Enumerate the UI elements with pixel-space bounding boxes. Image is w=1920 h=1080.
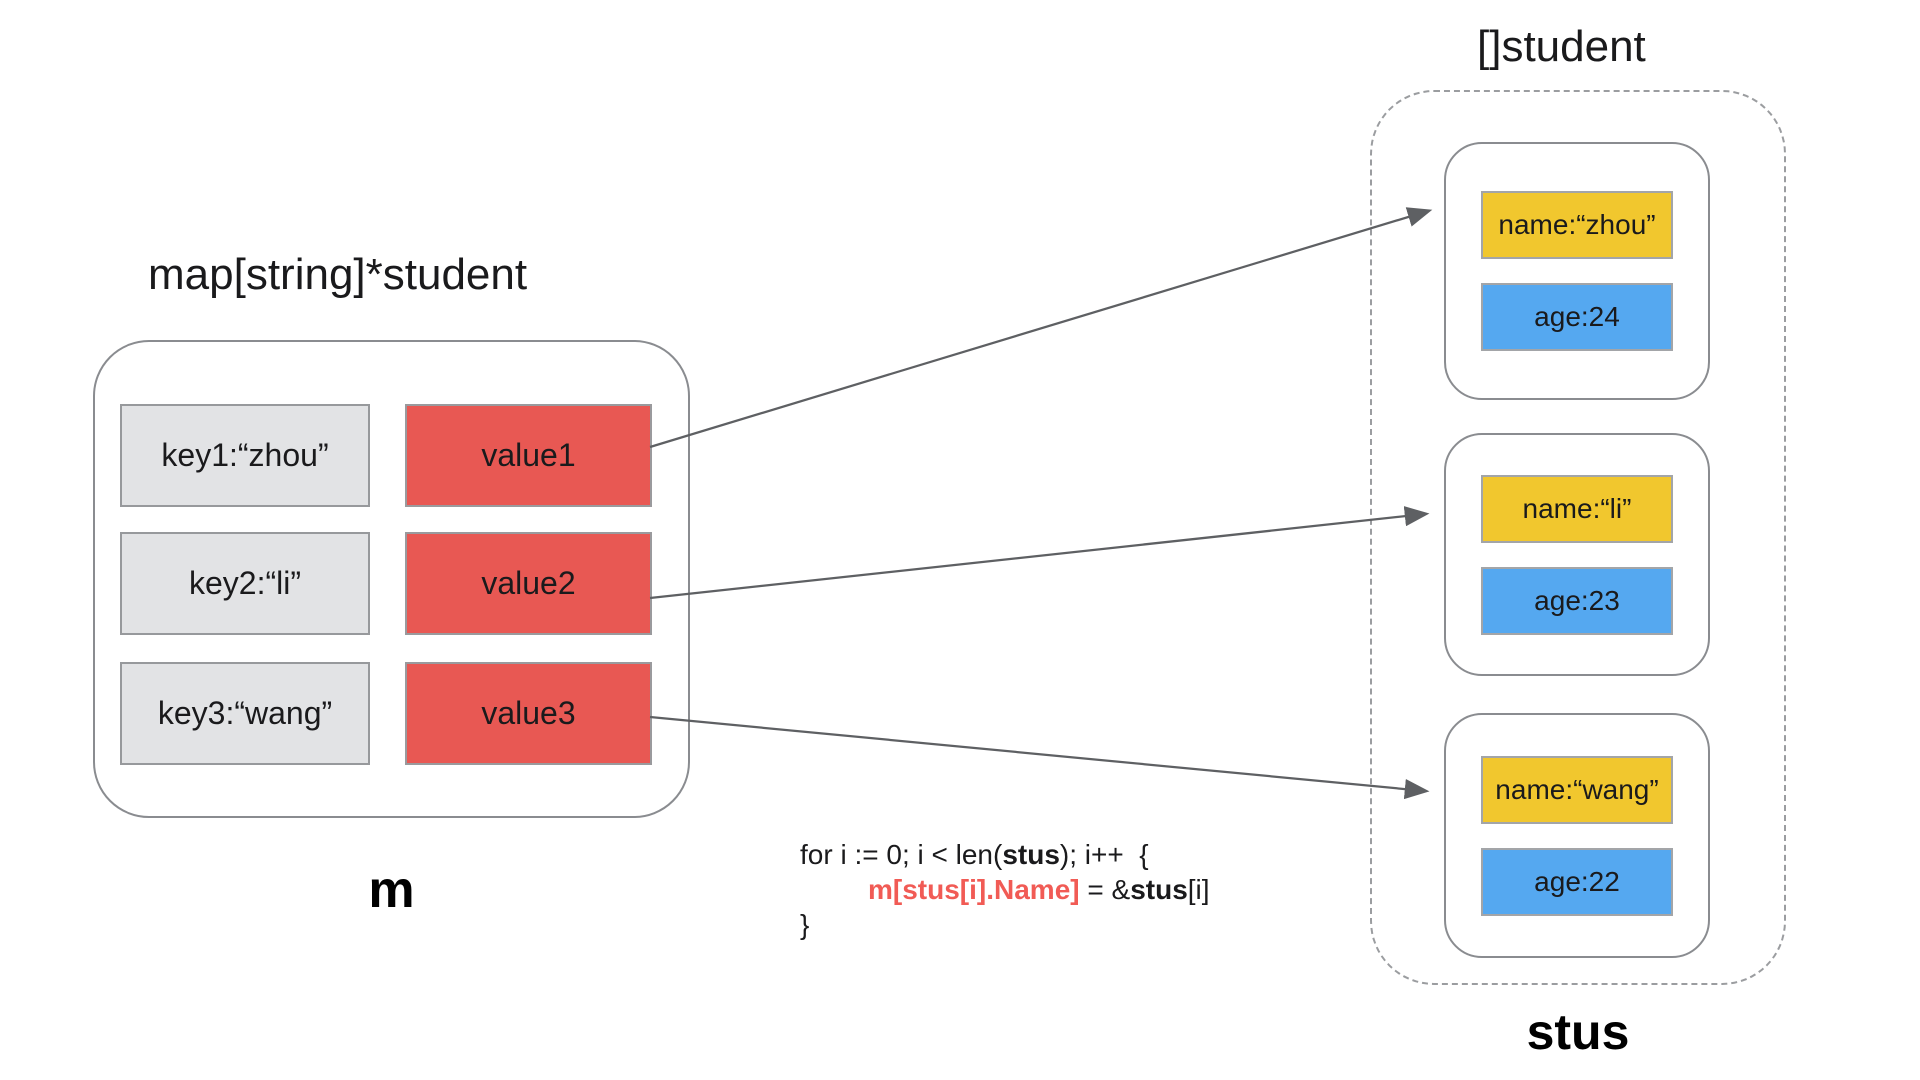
map-value-label-1: value1	[481, 437, 576, 473]
code-line2-map-expr: m[stus[i].Name]	[868, 874, 1080, 905]
map-key-box-1: key1:“zhou”	[120, 404, 370, 507]
map-value-box-2: value2	[405, 532, 652, 635]
map-value-label-2: value2	[481, 565, 576, 601]
student-age-label-2: age:23	[1534, 584, 1620, 616]
slice-title: []student	[1477, 22, 1646, 71]
student-age-label-1: age:24	[1534, 301, 1620, 332]
map-variable-label: m	[368, 861, 415, 919]
student-age-label-3: age:22	[1534, 865, 1620, 897]
student-name-label-2: name:“li”	[1522, 492, 1632, 524]
code-line2-index: [i]	[1187, 874, 1210, 905]
student-block-2: name:“li” age:23	[1444, 433, 1710, 676]
code-line-2: m[stus[i].Name] = &stus[i]	[800, 872, 1210, 907]
student-name-box-1: name:“zhou”	[1481, 191, 1673, 259]
student-block-1: name:“zhou” age:24	[1444, 142, 1710, 400]
pointer-arrow-1	[649, 207, 1433, 449]
student-block-3: name:“wang” age:22	[1444, 713, 1710, 958]
student-name-box-2: name:“li”	[1481, 474, 1673, 543]
student-name-label-3: name:“wang”	[1495, 773, 1659, 805]
map-key-label-2: key2:“li”	[188, 565, 301, 601]
map-value-label-3: value3	[481, 695, 576, 731]
map-key-box-3: key3:“wang”	[120, 662, 370, 765]
student-name-label-1: name:“zhou”	[1498, 209, 1656, 240]
slice-variable-label: stus	[1526, 1004, 1630, 1060]
map-value-box-3: value3	[405, 662, 652, 765]
code-line1-stus: stus	[1002, 839, 1060, 870]
map-title: map[string]*student	[148, 250, 528, 299]
code-line2-stus: stus	[1130, 874, 1188, 905]
code-line1-post: ); i++ {	[1059, 839, 1149, 870]
map-container: key1:“zhou” value1 key2:“li” value2 key3…	[93, 340, 690, 818]
student-age-box-3: age:22	[1481, 847, 1673, 916]
map-key-label-1: key1:“zhou”	[161, 437, 329, 473]
pointer-arrow-2	[649, 506, 1430, 600]
student-name-box-3: name:“wang”	[1481, 755, 1673, 824]
pointer-arrow-3	[649, 715, 1430, 800]
code-line3-brace: }	[800, 909, 810, 940]
code-snippet: for i := 0; i < len(stus); i++ { m[stus[…	[800, 837, 1210, 942]
code-line2-assign: = &	[1079, 874, 1131, 905]
code-line-3: }	[800, 907, 1210, 942]
map-key-label-3: key3:“wang”	[157, 695, 333, 731]
code-line1-pre: for i := 0; i < len(	[800, 839, 1003, 870]
map-value-box-1: value1	[405, 404, 652, 507]
code-line-1: for i := 0; i < len(stus); i++ {	[800, 837, 1210, 872]
student-age-box-1: age:24	[1481, 283, 1673, 351]
map-key-box-2: key2:“li”	[120, 532, 370, 635]
student-age-box-2: age:23	[1481, 566, 1673, 635]
